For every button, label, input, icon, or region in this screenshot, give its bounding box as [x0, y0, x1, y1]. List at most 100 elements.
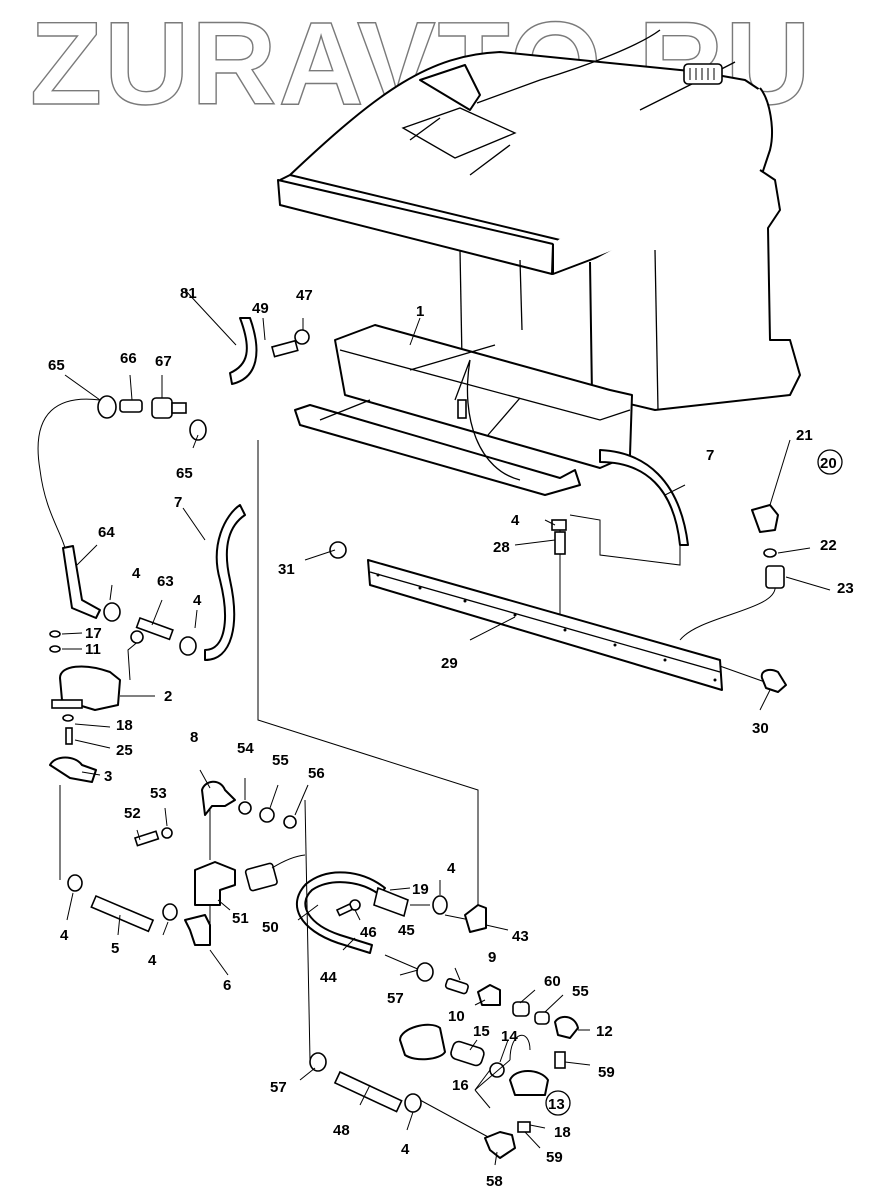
label-4: 4 — [132, 565, 141, 582]
reservoir-bracket — [294, 324, 633, 496]
hose-81 — [229, 317, 258, 385]
label-28: 28 — [493, 539, 510, 556]
label-8: 8 — [190, 729, 198, 746]
nozzle-body — [399, 1023, 446, 1061]
tee-63 — [135, 616, 174, 641]
pump-2 — [59, 665, 121, 711]
bolt-49 — [271, 339, 299, 358]
label-53: 53 — [150, 785, 167, 802]
label-50: 50 — [262, 919, 279, 936]
filler-cap-icon — [683, 63, 723, 85]
label-1: 1 — [416, 303, 424, 320]
label-30: 30 — [752, 720, 769, 737]
elbow-3 — [49, 756, 97, 783]
label-17: 17 — [85, 625, 102, 642]
label-57: 57 — [387, 990, 404, 1007]
fitting-60 — [512, 1001, 530, 1017]
tee-63-port — [130, 630, 144, 644]
label-59: 59 — [598, 1064, 615, 1081]
label-55: 55 — [272, 752, 289, 769]
label-56: 56 — [308, 765, 325, 782]
clamp-icon — [97, 395, 117, 419]
elbow-43 — [464, 904, 487, 933]
label-6: 6 — [223, 977, 231, 994]
elbow-8 — [201, 780, 236, 816]
callout-13: 13 — [545, 1090, 571, 1116]
elbow-12 — [554, 1015, 579, 1039]
valve-51 — [194, 861, 236, 906]
fitting-28 — [554, 531, 566, 555]
fitting-31 — [329, 541, 347, 559]
hose-7-upper — [599, 449, 689, 546]
fitting-55 — [259, 807, 275, 823]
connector-plug — [244, 862, 278, 892]
clamp-icon — [67, 874, 83, 892]
hose-7-lower — [204, 504, 246, 661]
label-64: 64 — [98, 524, 115, 541]
fitting-59b — [517, 1121, 531, 1133]
label-48: 48 — [333, 1122, 350, 1139]
label-49: 49 — [252, 300, 269, 317]
clamp-icon — [162, 903, 178, 921]
label-7: 7 — [174, 494, 182, 511]
clamp-icon — [404, 1093, 422, 1113]
bolt-52 — [133, 830, 160, 847]
part-labels: 65 66 67 81 49 47 1 65 7 7 64 4 63 4 17 … — [48, 285, 854, 1190]
hoses — [62, 317, 689, 1113]
elbow-58 — [484, 1131, 516, 1159]
clamp-icon — [432, 895, 448, 915]
label-21: 21 — [796, 427, 813, 444]
label-18b: 18 — [554, 1124, 571, 1141]
label-4d: 4 — [148, 952, 157, 969]
washer-53 — [161, 827, 173, 839]
hose-48 — [333, 1070, 403, 1113]
label-23: 23 — [837, 580, 854, 597]
hose-64 — [62, 545, 101, 619]
label-5: 5 — [111, 940, 119, 957]
clamp-icon — [416, 962, 434, 982]
fitting-55b — [534, 1011, 550, 1025]
label-11: 11 — [85, 641, 101, 658]
nut-47 — [294, 329, 310, 345]
callout-20: 20 — [817, 449, 843, 475]
fitting-56 — [283, 815, 297, 829]
label-29: 29 — [441, 655, 458, 672]
label-46: 46 — [360, 924, 377, 941]
label-31: 31 — [278, 561, 295, 578]
screw-46 — [335, 903, 354, 917]
label-57b: 57 — [270, 1079, 287, 1096]
clamp-icon — [309, 1052, 327, 1072]
label-81: 81 — [180, 285, 197, 302]
clamp-icon — [103, 602, 121, 622]
pump-13 — [509, 1070, 549, 1096]
label-2: 2 — [164, 688, 172, 705]
label-47: 47 — [296, 287, 313, 304]
label-4: 4 — [193, 592, 202, 609]
clamp-icon — [179, 636, 197, 656]
fitting-30 — [760, 669, 787, 693]
washer-22 — [763, 548, 777, 558]
fitting-67b — [171, 402, 187, 414]
fitting-67 — [151, 397, 173, 419]
label-66: 66 — [120, 350, 137, 367]
clamp-icon — [189, 419, 207, 441]
label-4g: 4 — [511, 512, 520, 529]
label-54: 54 — [237, 740, 254, 757]
label-15: 15 — [473, 1023, 490, 1040]
connection-lines — [37, 398, 776, 1139]
fitting-23 — [765, 565, 785, 589]
elbow-6 — [184, 914, 211, 946]
label-16: 16 — [452, 1077, 469, 1094]
label-67: 67 — [155, 353, 172, 370]
label-59b: 59 — [546, 1149, 563, 1166]
label-55b: 55 — [572, 983, 589, 1000]
label-7b: 7 — [706, 447, 714, 464]
hose-5 — [90, 894, 155, 933]
label-43: 43 — [512, 928, 529, 945]
callout-circle — [817, 449, 843, 475]
label-25: 25 — [116, 742, 133, 759]
fitting-59 — [554, 1051, 566, 1069]
callout-13-label: 13 — [548, 1096, 565, 1113]
